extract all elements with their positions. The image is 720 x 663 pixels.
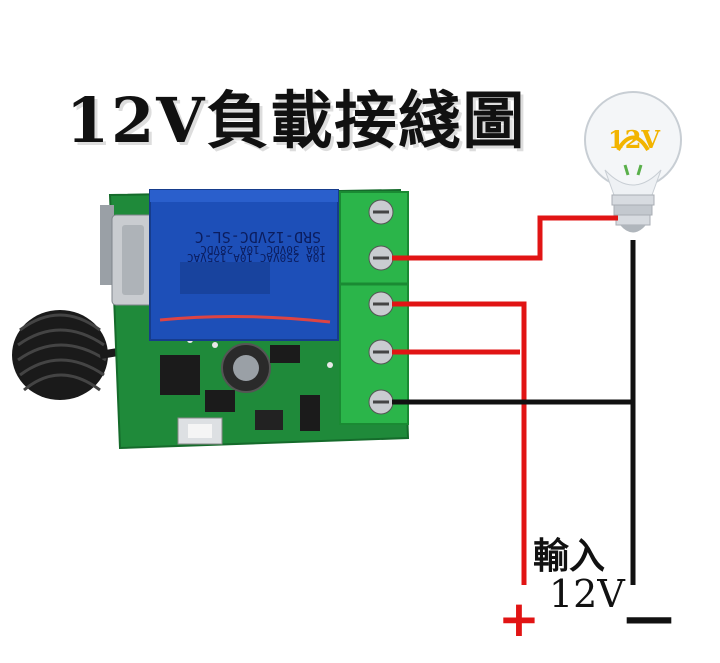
positive-terminal-sign: + bbox=[498, 590, 540, 648]
positive-wire-to-bulb bbox=[392, 215, 618, 261]
relay-rating-1-text: 10A 30VDC 10A 28VDC bbox=[200, 243, 326, 256]
antenna-coil bbox=[12, 310, 131, 400]
input-label: 輸入 bbox=[533, 535, 606, 577]
relay-rating-2-text: 10A 250VAC 10A 125VAC bbox=[187, 251, 326, 264]
terminal-screw-5 bbox=[368, 389, 394, 415]
terminal-block bbox=[339, 191, 409, 425]
diagram-title: 12V負載接綫圖 bbox=[66, 84, 527, 157]
bulb-voltage-label: 12V bbox=[608, 125, 660, 154]
positive-wire-com bbox=[392, 301, 527, 585]
terminal-screw-3 bbox=[368, 291, 394, 317]
voltage-label: 12V bbox=[549, 572, 625, 616]
terminal-screw-2 bbox=[368, 245, 394, 271]
terminal-screw-1 bbox=[368, 199, 394, 225]
terminal-screw-4 bbox=[368, 339, 394, 365]
relay: SRD-12VDC-SL-C 10A 30VDC 10A 28VDC 10A 2… bbox=[149, 189, 339, 341]
light-bulb-icon: 12V bbox=[584, 91, 682, 233]
wires bbox=[392, 215, 636, 585]
relay-model-text: SRD-12VDC-SL-C bbox=[195, 228, 321, 246]
negative-terminal-sign: — bbox=[624, 588, 674, 646]
